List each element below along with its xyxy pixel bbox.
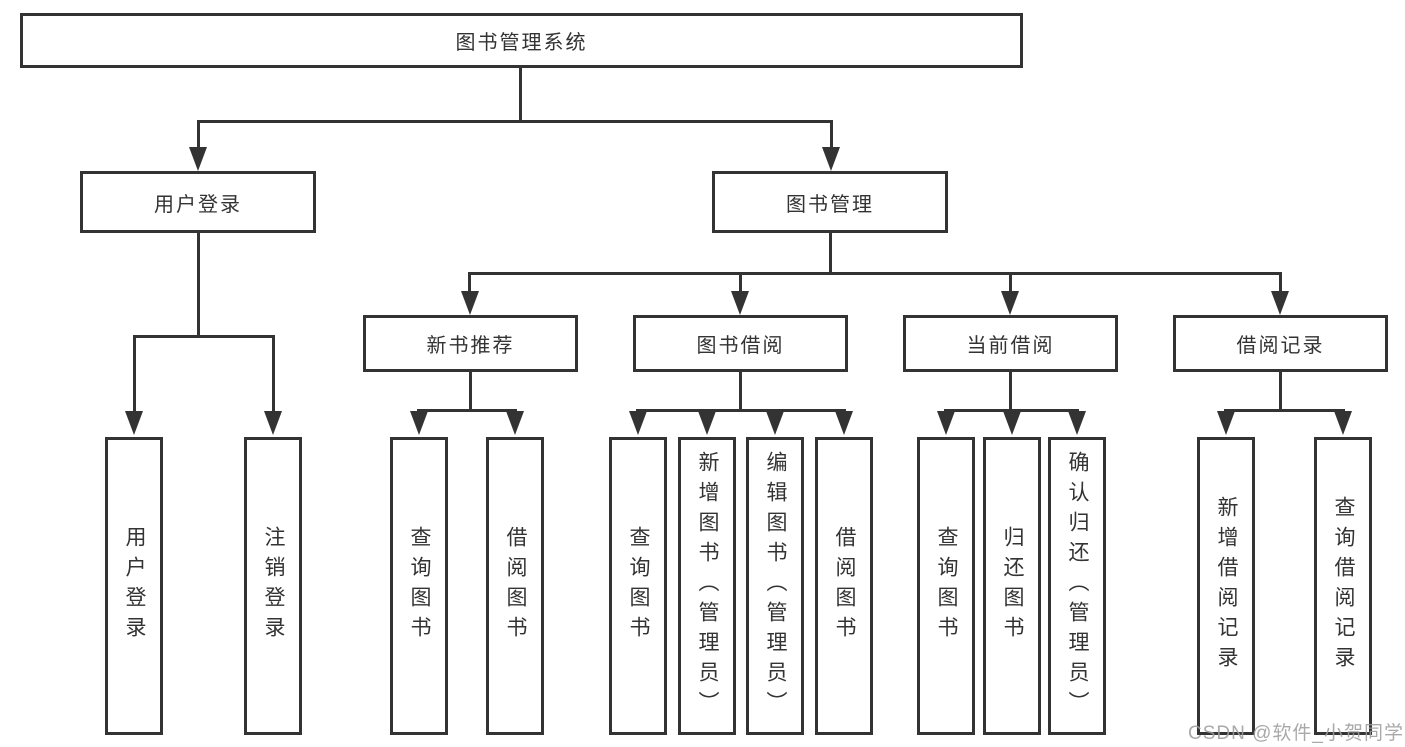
node-label: 图书借阅 — [696, 335, 785, 357]
node-borrowing-records: 借阅记录 — [1173, 315, 1388, 372]
node-leaf-borrow-books: 借阅图书 — [486, 437, 544, 735]
node-leaf-query-books: 查询图书 — [609, 437, 667, 735]
node-label: 查询图书 — [627, 526, 650, 646]
arrow-down-icon — [698, 411, 716, 435]
node-label: 编辑图书（管理员） — [764, 451, 787, 721]
connector-line — [636, 409, 846, 412]
connector-line — [739, 272, 742, 292]
node-leaf-query-borrow-record: 查询借阅记录 — [1314, 437, 1372, 735]
connector-line — [1279, 372, 1282, 410]
node-label: 确认归还（管理员） — [1066, 451, 1089, 721]
node-leaf-edit-books-admin: 编辑图书（管理员） — [746, 437, 804, 735]
arrow-down-icon — [1068, 411, 1086, 435]
node-label: 注销登录 — [262, 526, 285, 646]
arrow-down-icon — [731, 291, 749, 315]
node-user-login: 用户登录 — [80, 171, 316, 233]
arrow-down-icon — [1271, 291, 1289, 315]
node-label: 图书管理 — [786, 193, 874, 216]
arrow-down-icon — [937, 411, 955, 435]
connector-line — [133, 335, 136, 412]
arrow-down-icon — [629, 411, 647, 435]
connector-line — [417, 409, 517, 412]
arrow-down-icon — [125, 411, 143, 435]
node-leaf-return-books: 归还图书 — [983, 437, 1041, 735]
connector-line — [197, 120, 833, 123]
node-label: 借阅图书 — [504, 526, 527, 646]
node-label: 用户登录 — [123, 526, 146, 646]
connector-line — [1009, 272, 1012, 292]
connector-line — [133, 335, 275, 338]
arrow-down-icon — [1003, 411, 1021, 435]
connector-line — [197, 120, 200, 148]
connector-line — [519, 68, 522, 121]
arrow-down-icon — [264, 411, 282, 435]
connector-line — [1224, 409, 1345, 412]
connector-line — [197, 233, 200, 337]
node-book-borrowing: 图书借阅 — [633, 315, 848, 372]
node-leaf-borrow-books: 借阅图书 — [815, 437, 873, 735]
node-library-management-system: 图书管理系统 — [20, 13, 1023, 68]
arrow-down-icon — [1334, 411, 1352, 435]
arrow-down-icon — [1217, 411, 1235, 435]
connector-line — [468, 272, 1282, 275]
node-leaf-user-login: 用户登录 — [105, 437, 163, 735]
arrow-down-icon — [506, 411, 524, 435]
connector-line — [829, 233, 832, 274]
connector-line — [739, 372, 742, 410]
node-label: 归还图书 — [1001, 526, 1024, 646]
node-label: 当前借阅 — [966, 335, 1055, 357]
node-label: 查询借阅记录 — [1332, 496, 1355, 676]
arrow-down-icon — [461, 291, 479, 315]
node-label: 新书推荐 — [426, 335, 515, 357]
node-book-management: 图书管理 — [712, 171, 948, 233]
node-label: 借阅记录 — [1236, 335, 1325, 357]
connector-line — [830, 120, 833, 148]
node-leaf-query-books: 查询图书 — [917, 437, 975, 735]
arrow-down-icon — [189, 147, 207, 171]
node-current-borrowing: 当前借阅 — [903, 315, 1118, 372]
arrow-down-icon — [1001, 291, 1019, 315]
node-leaf-add-books-admin: 新增图书（管理员） — [678, 437, 736, 735]
arrow-down-icon — [766, 411, 784, 435]
arrow-down-icon — [822, 147, 840, 171]
node-label: 用户登录 — [154, 193, 242, 216]
node-label: 新增借阅记录 — [1215, 496, 1238, 676]
connector-line — [469, 372, 472, 410]
node-label: 图书管理系统 — [455, 32, 588, 54]
node-leaf-add-borrow-record: 新增借阅记录 — [1197, 437, 1255, 735]
arrow-down-icon — [410, 411, 428, 435]
node-leaf-query-books: 查询图书 — [390, 437, 448, 735]
connector-line — [944, 409, 1079, 412]
node-leaf-logout: 注销登录 — [244, 437, 302, 735]
connector-line — [1279, 272, 1282, 292]
arrow-down-icon — [835, 411, 853, 435]
node-label: 借阅图书 — [833, 526, 856, 646]
connector-line — [1009, 372, 1012, 410]
connector-line — [272, 335, 275, 412]
node-new-book-recommendation: 新书推荐 — [363, 315, 578, 372]
connector-line — [468, 272, 471, 292]
node-leaf-confirm-return-admin: 确认归还（管理员） — [1048, 437, 1106, 735]
node-label: 查询图书 — [935, 526, 958, 646]
node-label: 查询图书 — [408, 526, 431, 646]
csdn-watermark: CSDN @软件_小贺同学 — [1188, 723, 1404, 744]
node-label: 新增图书（管理员） — [696, 451, 719, 721]
